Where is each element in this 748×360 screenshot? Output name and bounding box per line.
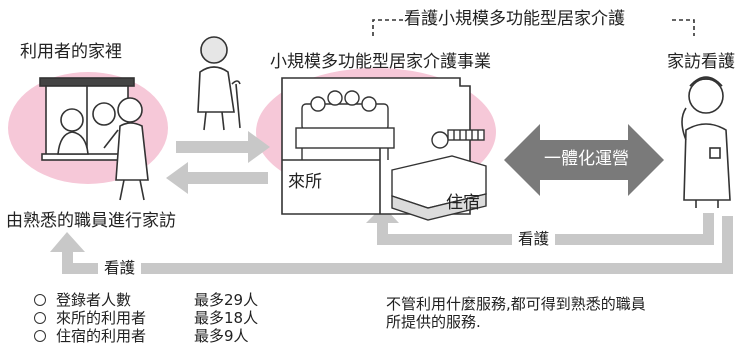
arrow-to-facility — [176, 131, 270, 163]
arrow-to-home — [166, 162, 268, 194]
note-line-1: 不管利用什麼服務,都可得到熟悉的職員 — [386, 295, 646, 313]
stat-label: 登錄者人數 — [56, 291, 132, 309]
top-bracket-label: 看護小規模多功能型居家介護 — [404, 9, 625, 29]
circle-bullet-icon — [34, 294, 46, 306]
nursing-label-outer: 看護 — [98, 260, 142, 277]
bed-illustration — [391, 131, 487, 221]
home-label: 利用者的家裡 — [20, 42, 122, 62]
stats-list: 登錄者人數 最多29人 來所的利用者 最多18人 住宿的利用者 最多9人 — [34, 291, 258, 345]
integrated-label: 一體化運營 — [544, 149, 629, 169]
integrated-double-arrow — [504, 124, 664, 196]
day-visit-label: 來所 — [288, 172, 322, 192]
stat-value: 最多29人 — [194, 291, 259, 309]
dining-group-illustration — [295, 90, 395, 160]
outer-nursing-arrow — [50, 216, 733, 274]
house-window-illustration — [39, 77, 135, 161]
stats-row: 住宿的利用者 最多9人 — [34, 327, 258, 345]
note-line-2: 所提供的服務. — [386, 313, 481, 331]
circle-bullet-icon — [34, 330, 46, 342]
stat-label: 來所的利用者 — [56, 309, 147, 327]
note: 不管利用什麼服務,都可得到熟悉的職員 所提供的服務. — [386, 295, 646, 331]
nursing-label-inner: 看護 — [512, 231, 556, 248]
stay-label: 住宿 — [446, 193, 480, 213]
home-visit-label: 由熟悉的職員進行家訪 — [6, 211, 176, 231]
bed-rail — [447, 129, 485, 141]
stat-value: 最多9人 — [194, 327, 249, 345]
staff-walking-illustration — [103, 97, 149, 201]
stat-value: 最多18人 — [194, 309, 259, 327]
facility-title: 小規模多功能型居家介護事業 — [270, 52, 491, 72]
stat-label: 住宿的利用者 — [56, 327, 147, 345]
circle-bullet-icon — [34, 312, 46, 324]
elderly-woman-illustration — [197, 36, 241, 131]
visiting-nurse-label: 家訪看護 — [667, 52, 735, 72]
stats-row: 登錄者人數 最多29人 — [34, 291, 258, 309]
top-dashed-bracket — [372, 19, 695, 36]
stats-row: 來所的利用者 最多18人 — [34, 309, 258, 327]
nurse-illustration — [681, 76, 731, 208]
